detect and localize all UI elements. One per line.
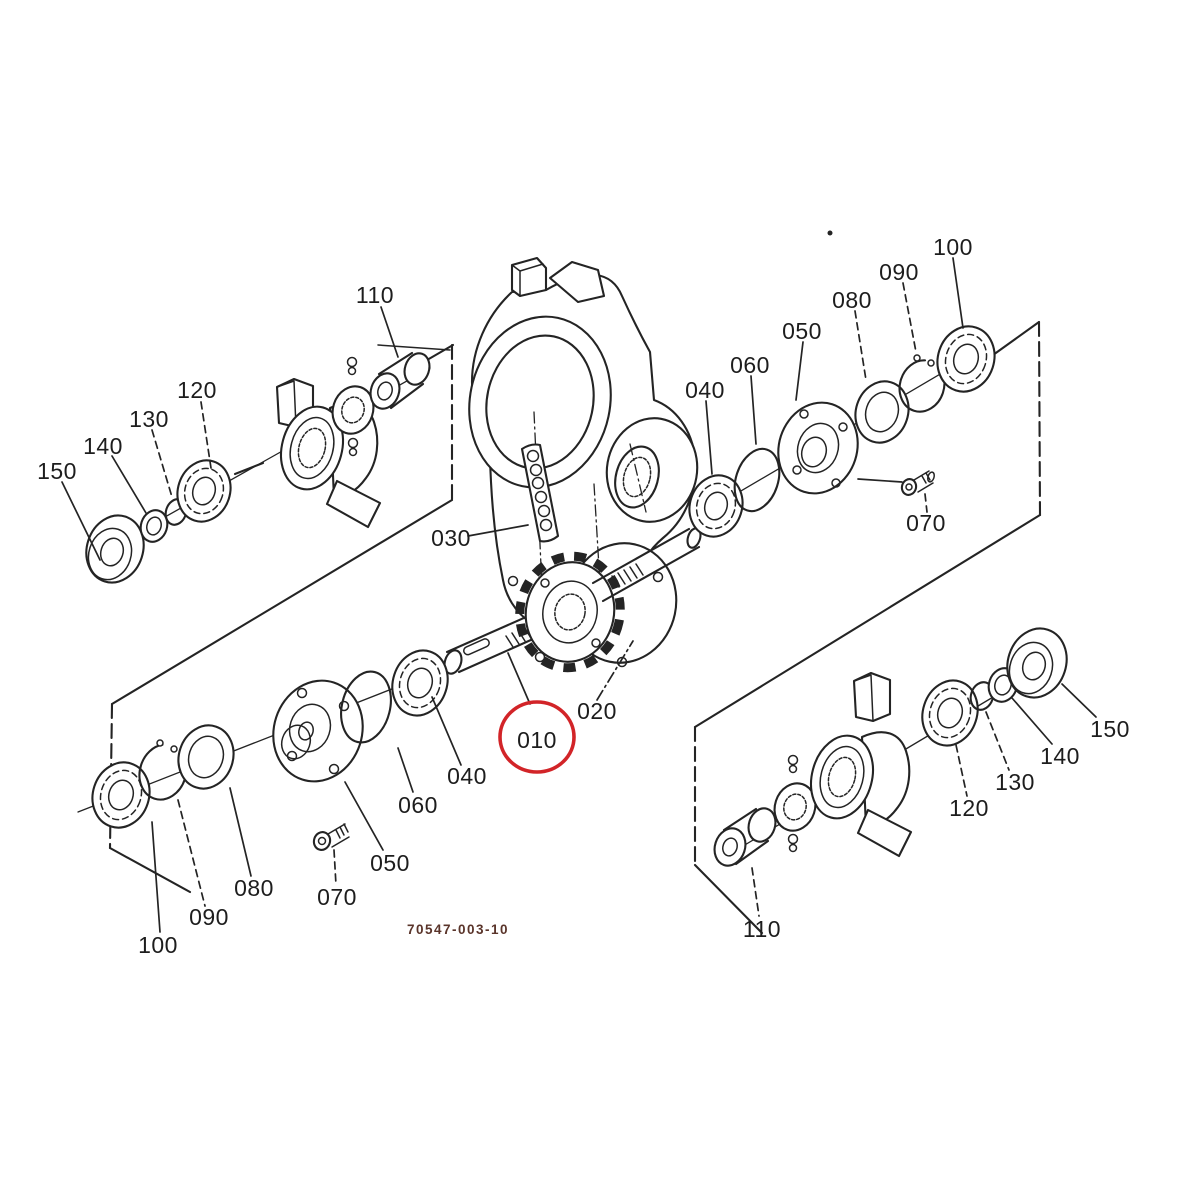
part-bearing-120-upper-left [176,459,232,523]
callout-100-top: 100 [933,234,973,260]
part-washer-080-top [854,380,910,444]
callout-030: 030 [431,525,471,551]
part-o-ring-060-top [733,447,781,513]
callout-080-bottom: 080 [234,875,274,901]
gear-case-housing [468,256,699,668]
callout-060-bottom: 060 [398,792,438,818]
callout-060-top: 060 [730,352,770,378]
callout-130-upper-left: 130 [129,406,169,432]
callout-080-top: 080 [832,287,872,313]
part-bearing-120-right [921,679,979,747]
knuckle-housing-upper-left [275,377,382,529]
part-bushing-110-upper-left [369,351,431,410]
callout-130-right: 130 [995,769,1035,795]
part-washer-080-bottom [177,724,235,790]
callout-150-right: 150 [1090,716,1130,742]
part-flange-050-top [777,401,859,495]
callout-040-top: 040 [685,377,725,403]
part-collar-upper-left [331,356,375,457]
callout-090-bottom: 090 [189,904,229,930]
stray-dot [827,230,833,236]
callout-140-right: 140 [1040,743,1080,769]
callout-070-top: 070 [906,510,946,536]
part-shaft-sprocket-010 [443,527,702,675]
right-panel-outline [693,320,1042,935]
callout-120-right: 120 [949,795,989,821]
part-bearing-040-top [688,474,744,538]
callout-050-bottom: 050 [370,850,410,876]
part-collar-right [773,754,817,853]
part-o-ring-060-bottom [340,670,392,744]
part-bearing-040-bottom [391,649,449,717]
part-snap-ring-090-top [898,354,946,413]
callout-070-bottom: 070 [317,884,357,910]
callout-010-highlighted: 010 [517,727,557,753]
callout-120-upper-left: 120 [177,377,217,403]
part-snap-ring-130-right [969,681,995,711]
callout-040-bottom: 040 [447,763,487,789]
part-hub-cover-150-right [1006,627,1068,699]
callout-140-upper-left: 140 [83,433,123,459]
callout-100-bottom: 100 [138,932,178,958]
callout-labels: 110 120 130 140 150 030 040 060 050 080 … [37,234,1130,958]
callout-090-top: 090 [879,259,919,285]
callout-110-upper-left: 110 [356,282,394,308]
part-washer-140-upper-left [139,509,169,543]
highlight-circle-010 [498,700,576,774]
knuckle-housing-right [810,671,913,858]
drawing-number: 70547-003-10 [407,922,509,937]
part-bolt-070-top [900,470,935,496]
part-bolt-070-bottom [312,823,350,851]
part-hub-cover-150-upper-left [85,514,145,584]
callout-110-right: 110 [743,916,781,942]
part-bearing-100-bottom [91,761,151,829]
part-drive-chain-030 [520,443,560,543]
part-bearing-100-top [936,325,996,393]
leader-lines [61,257,1097,933]
part-flange-050-bottom [272,679,364,783]
callout-150-upper-left: 150 [37,458,77,484]
part-bushing-110-right [713,807,777,867]
callout-050-top: 050 [782,318,822,344]
callout-020: 020 [577,698,617,724]
